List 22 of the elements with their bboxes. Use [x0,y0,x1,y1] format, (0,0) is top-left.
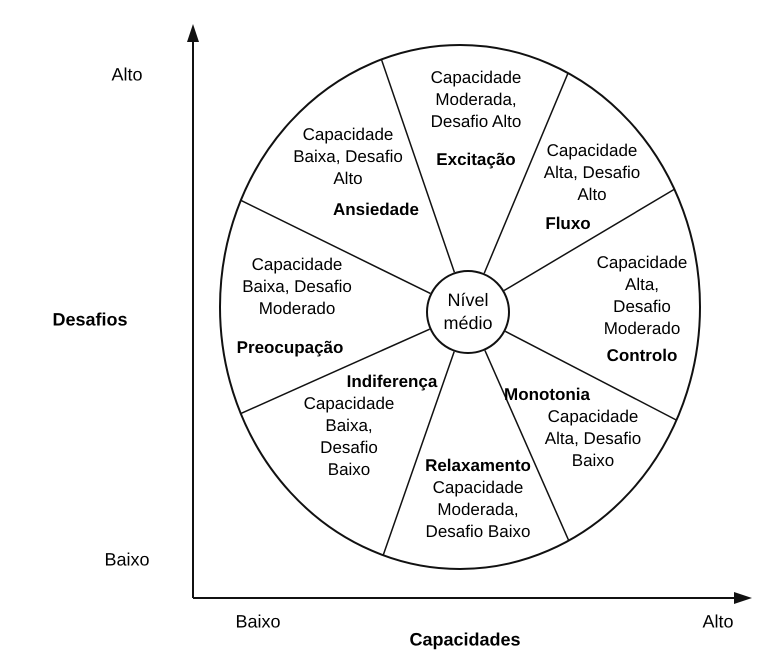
state-name: Preocupação [236,337,344,359]
state-name: Fluxo [545,213,591,235]
sector-description: Capacidade Baixa, Desafio Moderado [241,254,353,320]
sector-description: Capacidade Alta, Desafio Alto [542,140,642,206]
axis-level-label: Alto [111,64,143,86]
state-name: Indiferença [346,371,438,393]
state-name: Ansiedade [333,199,419,221]
sector-description: Capacidade Moderada, Desafio Alto [430,67,522,133]
state-name: Controlo [606,345,678,367]
state-name: Monotonia [504,384,590,406]
sector-description: Capacidade Alta, Desafio Moderado [596,252,688,340]
sector-description: Capacidade Baixa, Desafio Baixo [302,393,396,481]
axis-title: Desafios [52,308,128,332]
axis-level-label: Baixo [104,548,150,572]
sector-description: Capacidade Alta, Desafio Baixo [544,406,642,472]
state-name: Relaxamento [425,455,531,477]
state-name: Excitação [436,149,516,171]
axis-title: Capacidades [409,628,521,652]
axis-level-label: Baixo [235,610,281,634]
axis-level-label: Alto [702,610,734,634]
sector-description: Capacidade Moderada, Desafio Baixo [424,477,532,543]
sector-description: Capacidade Baixa, Desafio Alto [292,124,404,190]
